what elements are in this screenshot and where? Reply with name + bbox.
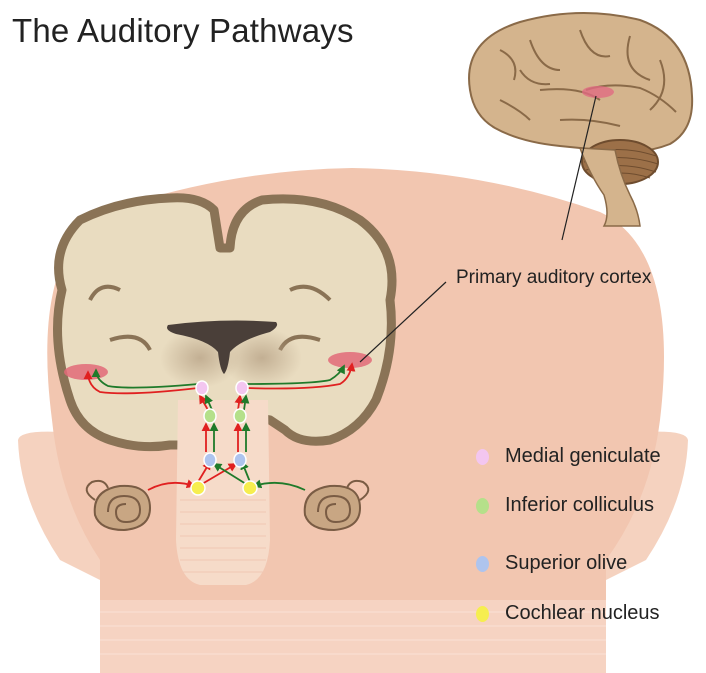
legend-dot-icon (476, 606, 489, 622)
legend-dot-icon (476, 556, 489, 572)
legend-item-inferior-colliculus: Inferior colliculus (476, 494, 654, 517)
right-auditory-cortex (328, 352, 372, 368)
legend-label: Inferior colliculus (505, 494, 654, 517)
inferior-colliculus-right (234, 409, 246, 423)
legend-label: Superior olive (505, 552, 627, 575)
legend-item-superior-olive: Superior olive (476, 552, 627, 575)
lateral-auditory-cortex (582, 86, 614, 98)
cochlear-nucleus-left (191, 481, 205, 495)
medial-geniculate-right (236, 381, 248, 395)
legend-label: Cochlear nucleus (505, 602, 660, 625)
medial-geniculate-left (196, 381, 208, 395)
left-auditory-cortex (64, 364, 108, 380)
legend-item-medial-geniculate: Medial geniculate (476, 445, 661, 468)
superior-olive-left (204, 453, 216, 467)
legend-label: Medial geniculate (505, 445, 661, 468)
superior-olive-right (234, 453, 246, 467)
primary-auditory-cortex-label: Primary auditory cortex (456, 267, 652, 288)
inferior-colliculus-left (204, 409, 216, 423)
legend-item-cochlear-nucleus: Cochlear nucleus (476, 602, 660, 625)
cochlear-nucleus-right (243, 481, 257, 495)
legend-dot-icon (476, 498, 489, 514)
legend-dot-icon (476, 449, 489, 465)
